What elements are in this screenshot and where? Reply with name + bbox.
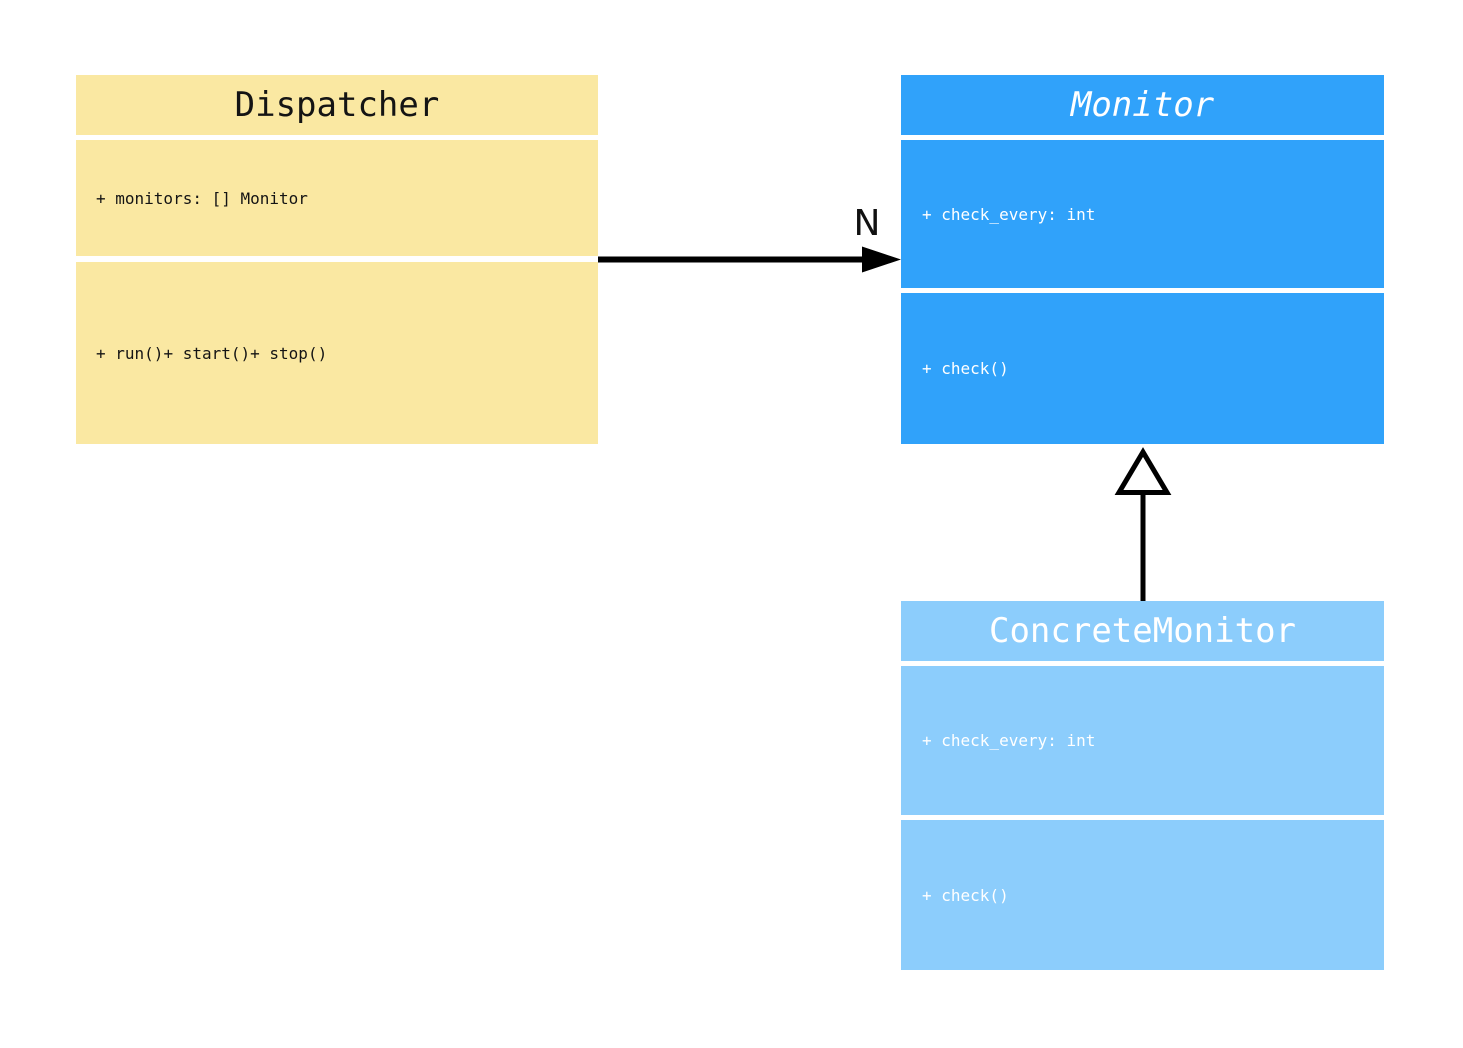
method-line: + check() xyxy=(922,885,1009,905)
association-arrowhead-icon xyxy=(862,246,901,273)
class-node-monitor: Monitor + check_every: int + check() xyxy=(901,75,1384,444)
association-arrow-dispatcher-to-monitor xyxy=(598,246,901,273)
section-divider xyxy=(901,661,1384,666)
section-divider xyxy=(76,135,598,140)
inheritance-arrow-concretemonitor-to-monitor xyxy=(1114,447,1172,601)
section-divider xyxy=(901,288,1384,293)
section-divider xyxy=(76,256,598,262)
class-attributes-monitor: + check_every: int xyxy=(901,140,1384,288)
association-multiplicity-label: N xyxy=(853,203,881,244)
section-divider xyxy=(901,135,1384,140)
attribute-line: + check_every: int xyxy=(922,204,1096,224)
inheritance-triangle-icon xyxy=(1114,447,1172,495)
attribute-line: + monitors: [] Monitor xyxy=(96,188,308,208)
method-line: + stop() xyxy=(250,343,328,363)
method-line: + start() xyxy=(163,343,251,363)
class-title-dispatcher: Dispatcher xyxy=(76,75,598,135)
class-node-dispatcher: Dispatcher + monitors: [] Monitor + run(… xyxy=(76,75,598,444)
class-methods-concrete-monitor: + check() xyxy=(901,820,1384,970)
method-line: + run() xyxy=(96,343,164,363)
method-line: + check() xyxy=(922,359,1009,378)
class-title-concrete-monitor: ConcreteMonitor xyxy=(901,601,1384,661)
class-methods-dispatcher: + run() + start() + stop() xyxy=(76,262,598,444)
class-attributes-dispatcher: + monitors: [] Monitor xyxy=(76,140,598,256)
class-attributes-concrete-monitor: + check_every: int xyxy=(901,666,1384,815)
attribute-line: + check_every: int xyxy=(922,731,1096,750)
class-methods-monitor: + check() xyxy=(901,293,1384,444)
class-node-concrete-monitor: ConcreteMonitor + check_every: int + che… xyxy=(901,601,1384,970)
class-title-monitor: Monitor xyxy=(901,75,1384,135)
section-divider xyxy=(901,815,1384,820)
